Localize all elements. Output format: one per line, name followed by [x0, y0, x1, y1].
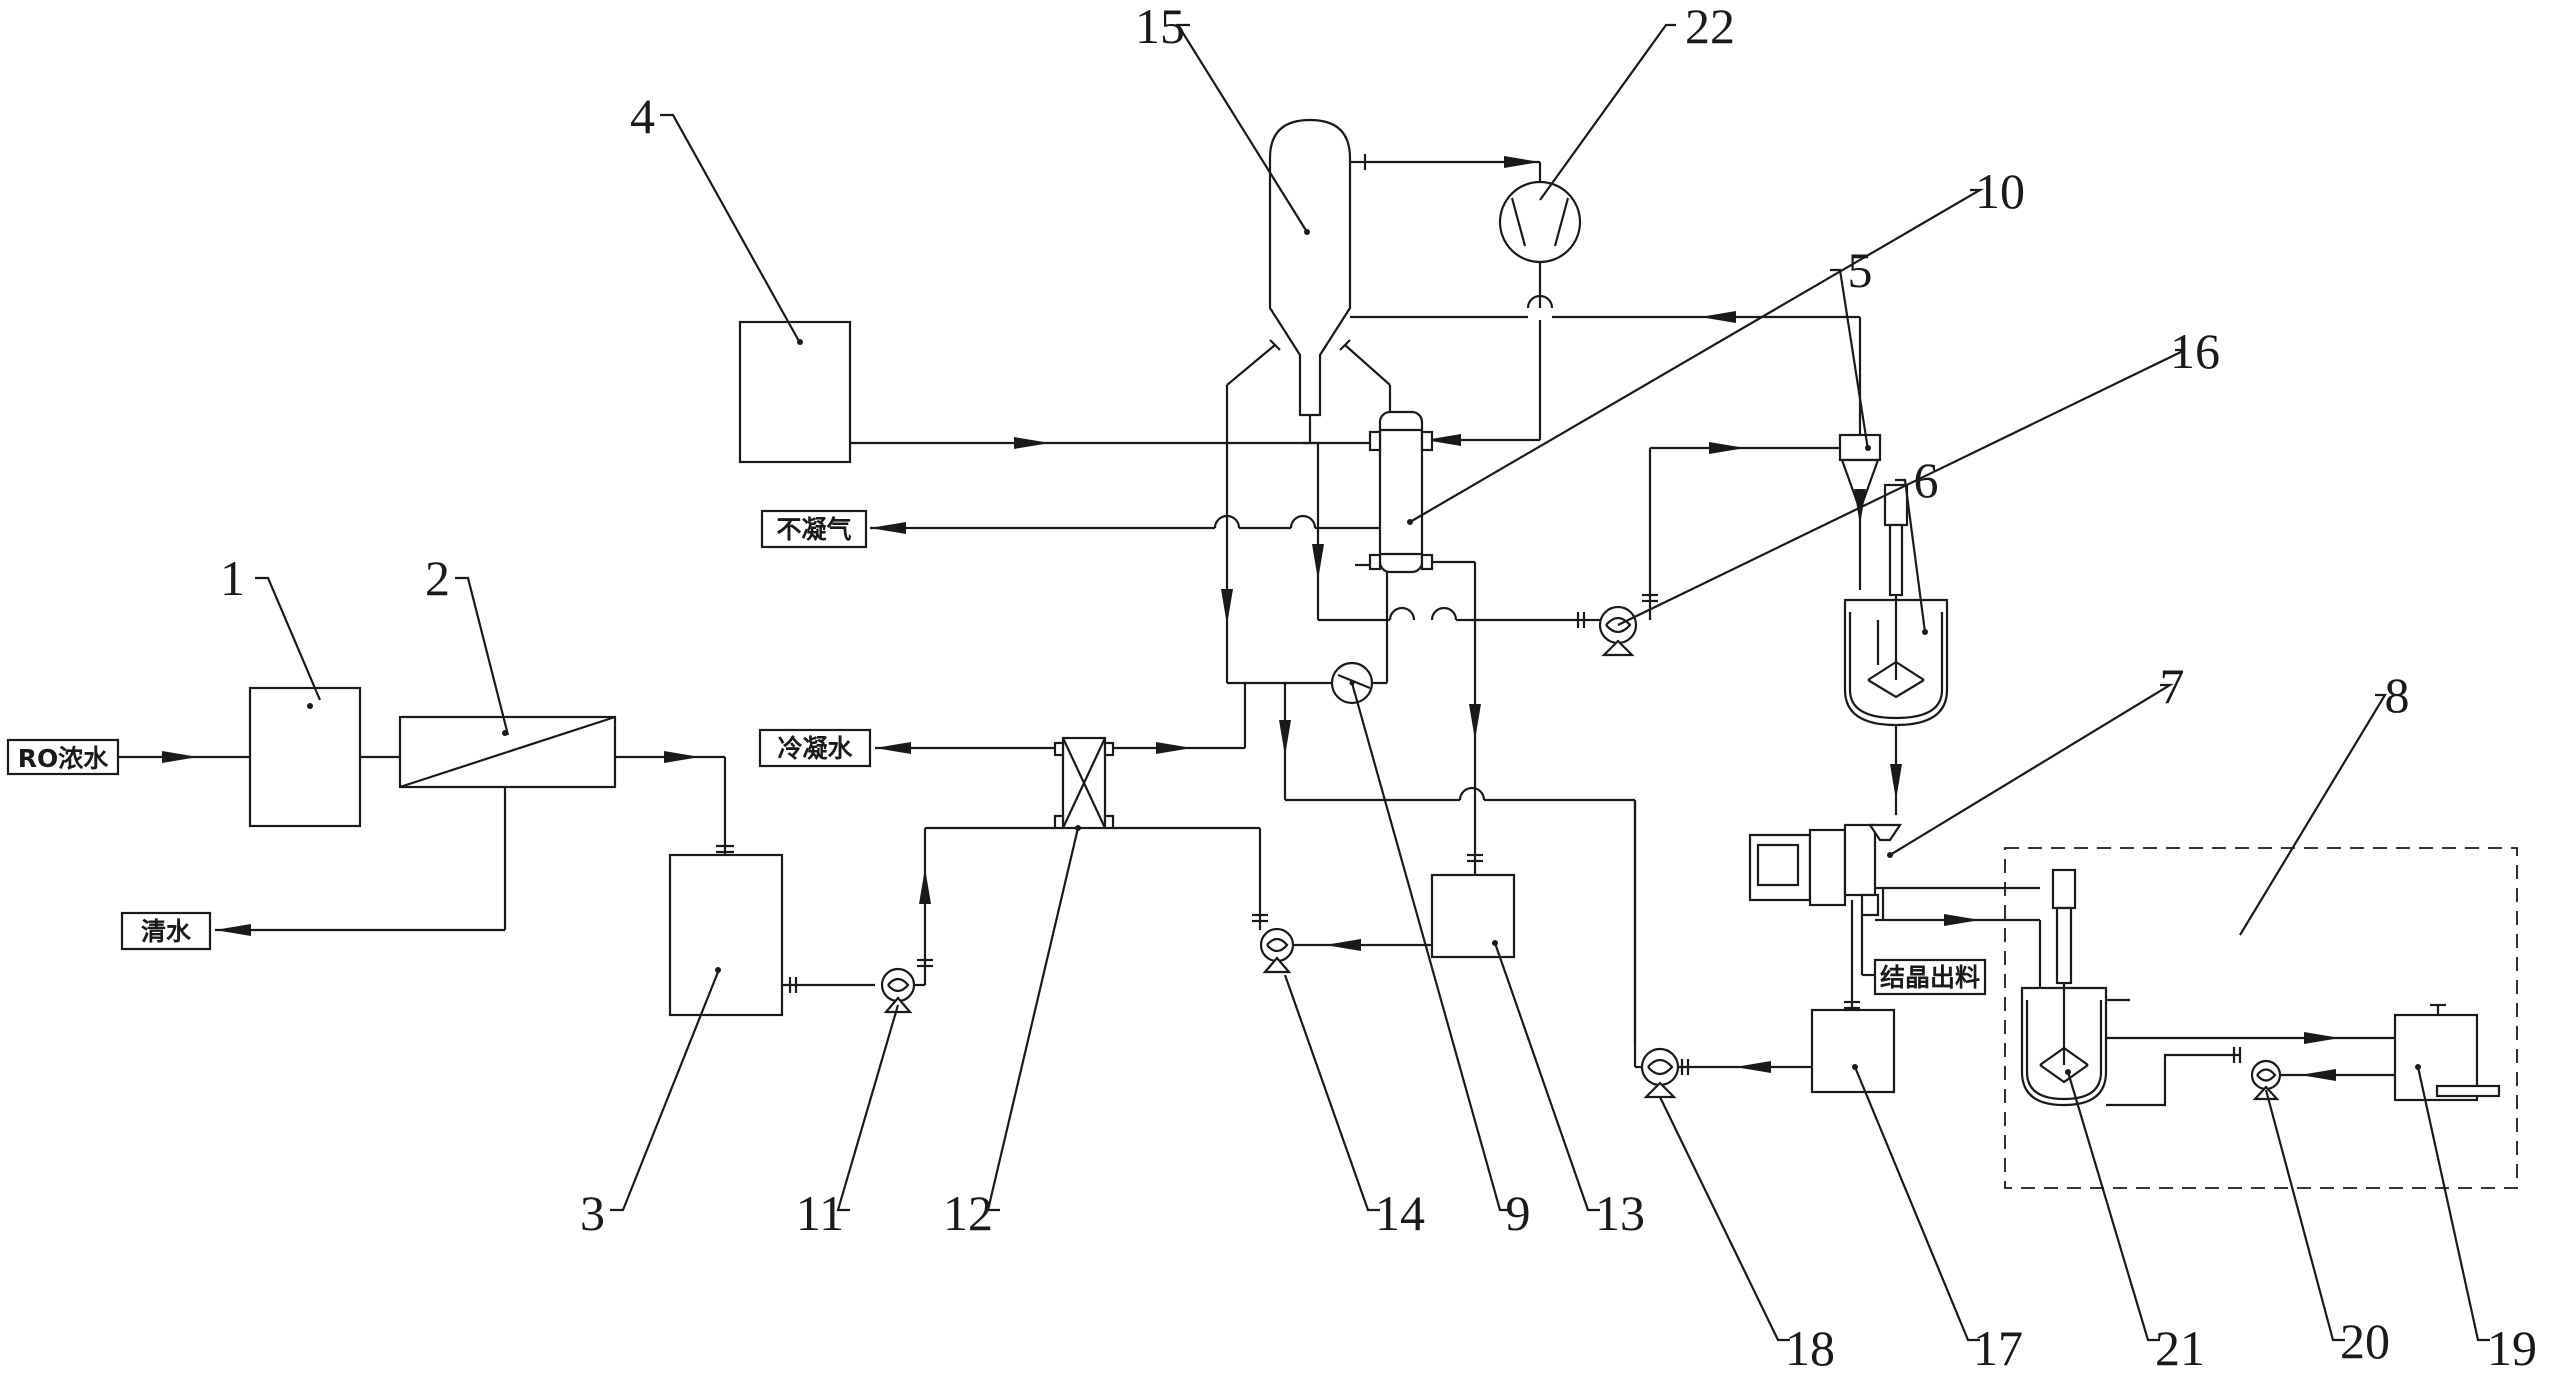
label-2: 2	[425, 550, 450, 606]
unit-3-storage-tank	[668, 853, 784, 1017]
non-condensable-gas-tag: 不凝气	[760, 509, 868, 549]
label-9: 9	[1506, 1185, 1531, 1241]
label-17: 17	[1973, 1320, 2023, 1376]
unit-12-plate-heat-exchanger	[1053, 736, 1115, 830]
label-16: 16	[2170, 323, 2220, 379]
label-20: 20	[2340, 1313, 2390, 1369]
unit-1-pretreatment-tank	[248, 686, 362, 828]
unit-4-tank	[738, 320, 852, 464]
label-21: 21	[2155, 1320, 2205, 1376]
label-19: 19	[2487, 1320, 2537, 1376]
label-18: 18	[1785, 1320, 1835, 1376]
unit-10-condenser	[1368, 410, 1434, 574]
crystal-output-tag: 结晶出料	[1873, 958, 1987, 996]
unit-2-membrane-filter	[398, 715, 617, 789]
group-8-dissolving-system	[2004, 847, 2518, 1189]
label-12: 12	[943, 1185, 993, 1241]
label-10: 10	[1975, 163, 2025, 219]
label-6: 6	[1914, 452, 1939, 508]
unit-13-condensate-tank	[1430, 873, 1516, 959]
label-5: 5	[1848, 242, 1873, 298]
pump-14	[1259, 927, 1295, 974]
clean-water-tag: 清水	[120, 911, 212, 951]
svg-text:不凝气: 不凝气	[776, 515, 851, 544]
svg-text:冷凝水: 冷凝水	[777, 734, 853, 763]
unit-7-centrifuge	[1748, 823, 1903, 917]
label-4: 4	[630, 88, 655, 144]
component-number-labels: 1 2 3 4 5 6 7 8 9 10 11 12 13 14 15 16 1…	[220, 0, 2537, 1376]
ro-concentrate-tag: RO浓水	[6, 738, 120, 776]
pump-18	[1640, 1047, 1680, 1099]
label-8: 8	[2385, 667, 2410, 723]
unit-15-evaporator-separator	[1268, 118, 1367, 417]
pump-16	[1598, 605, 1638, 657]
unit-19-solution-tank	[2393, 1003, 2501, 1102]
svg-text:结晶出料: 结晶出料	[1880, 963, 1980, 992]
unit-6-stirred-crystallizer	[1843, 483, 1949, 727]
condensate-water-tag: 冷凝水	[758, 728, 872, 768]
svg-text:清水: 清水	[141, 917, 192, 946]
leader-lines	[255, 23, 2490, 1342]
label-7: 7	[2160, 658, 2185, 714]
svg-text:RO浓水: RO浓水	[18, 744, 110, 773]
label-13: 13	[1595, 1185, 1645, 1241]
unit-5-cyclone	[1838, 433, 1882, 514]
unit-17-mother-liquor-tank	[1810, 1008, 1896, 1094]
label-3: 3	[580, 1185, 605, 1241]
unit-22-compressor	[1498, 180, 1582, 264]
label-11: 11	[796, 1185, 844, 1241]
label-22: 22	[1685, 0, 1735, 54]
label-15: 15	[1135, 0, 1185, 54]
label-14: 14	[1375, 1185, 1425, 1241]
label-1: 1	[220, 550, 245, 606]
unit-21-dissolving-tank	[2020, 868, 2130, 1107]
